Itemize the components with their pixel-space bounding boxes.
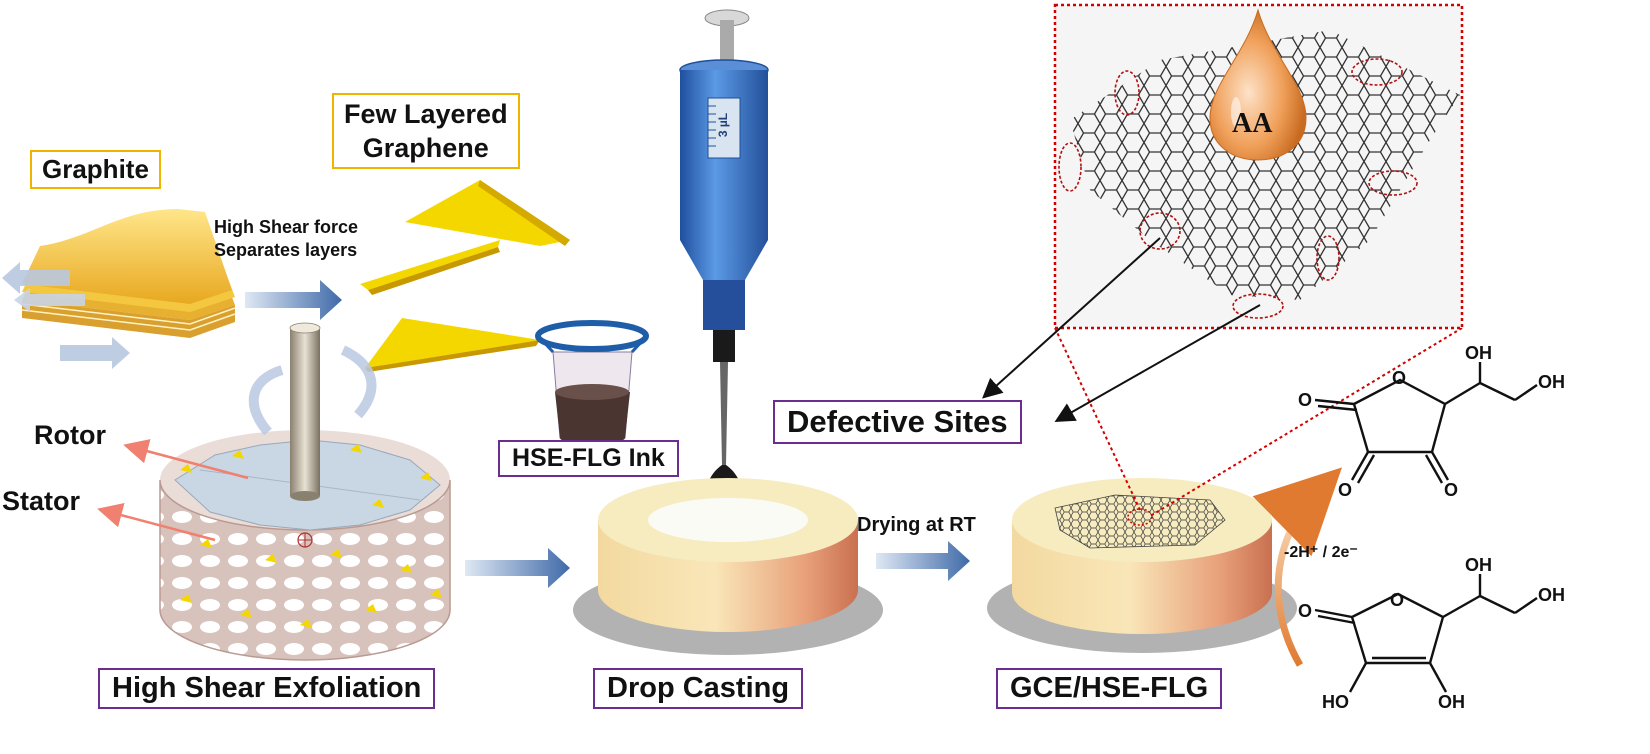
- defective-sites-label: Defective Sites: [773, 400, 1022, 444]
- droplet-label: AA: [1232, 108, 1273, 139]
- ox-o-left: O: [1298, 390, 1313, 410]
- rotor-pointer: [123, 439, 249, 480]
- ox-o-bottom-right: O: [1444, 480, 1459, 500]
- hse-label: High Shear Exfoliation: [98, 668, 436, 709]
- shear-force-line1: High Shear force: [214, 217, 359, 237]
- shear-force-label: High Shear force Separates layers: [214, 216, 358, 262]
- electrode-modified: [987, 478, 1297, 653]
- shear-force-line2: Separates layers: [214, 240, 358, 260]
- red-oh-right: OH: [1538, 585, 1565, 605]
- shear-mixer: [159, 322, 451, 661]
- syringe: [679, 9, 769, 520]
- flg-label: Few Layered Graphene: [332, 93, 520, 169]
- oxidation-arrow: [1252, 467, 1342, 667]
- ink-vial: [535, 320, 649, 449]
- red-o-ring: O: [1390, 590, 1405, 610]
- defect-arrow-2: [1054, 304, 1261, 422]
- red-ho-bottom-left: HO: [1322, 692, 1349, 712]
- shear-arrows-graphite: [2, 262, 130, 369]
- zoom-line-right: [1151, 327, 1463, 516]
- arrow-graphite-to-flg: [245, 280, 342, 320]
- red-oh-bottom-right: OH: [1438, 692, 1465, 712]
- flg-label-line2: Graphene: [362, 133, 489, 163]
- drop-casting-label: Drop Casting: [593, 668, 804, 709]
- red-o-left: O: [1298, 601, 1313, 621]
- zoom-inset: [1053, 3, 1464, 330]
- arrow-drying: [876, 541, 970, 581]
- reaction-label: -2H⁺ / 2e⁻: [1284, 544, 1358, 561]
- stator-label: Stator: [2, 486, 81, 516]
- graphene-flakes: [360, 180, 570, 372]
- drying-label: Drying at RT: [857, 514, 976, 536]
- stator-pointer: [97, 503, 216, 542]
- arrow-mixer-to-electrode: [465, 548, 570, 588]
- flg-label-line1: Few Layered: [344, 99, 508, 129]
- defect-arrow-1: [982, 237, 1161, 399]
- electrode-drop: [573, 478, 883, 655]
- ox-o-ring: O: [1392, 368, 1407, 388]
- ox-oh-top: OH: [1465, 343, 1492, 363]
- ink-label: HSE-FLG Ink: [498, 440, 679, 477]
- syringe-volume-label: 3 µL: [716, 112, 731, 138]
- structure-reduced: [1314, 574, 1538, 693]
- red-oh-top: OH: [1465, 555, 1492, 575]
- ox-oh-right: OH: [1538, 372, 1565, 392]
- gce-label: GCE/HSE-FLG: [996, 668, 1223, 709]
- rotor-label: Rotor: [34, 420, 106, 450]
- ox-o-bottom-left: O: [1338, 480, 1353, 500]
- structure-oxidized: [1314, 362, 1538, 484]
- graphite-label: Graphite: [30, 150, 161, 189]
